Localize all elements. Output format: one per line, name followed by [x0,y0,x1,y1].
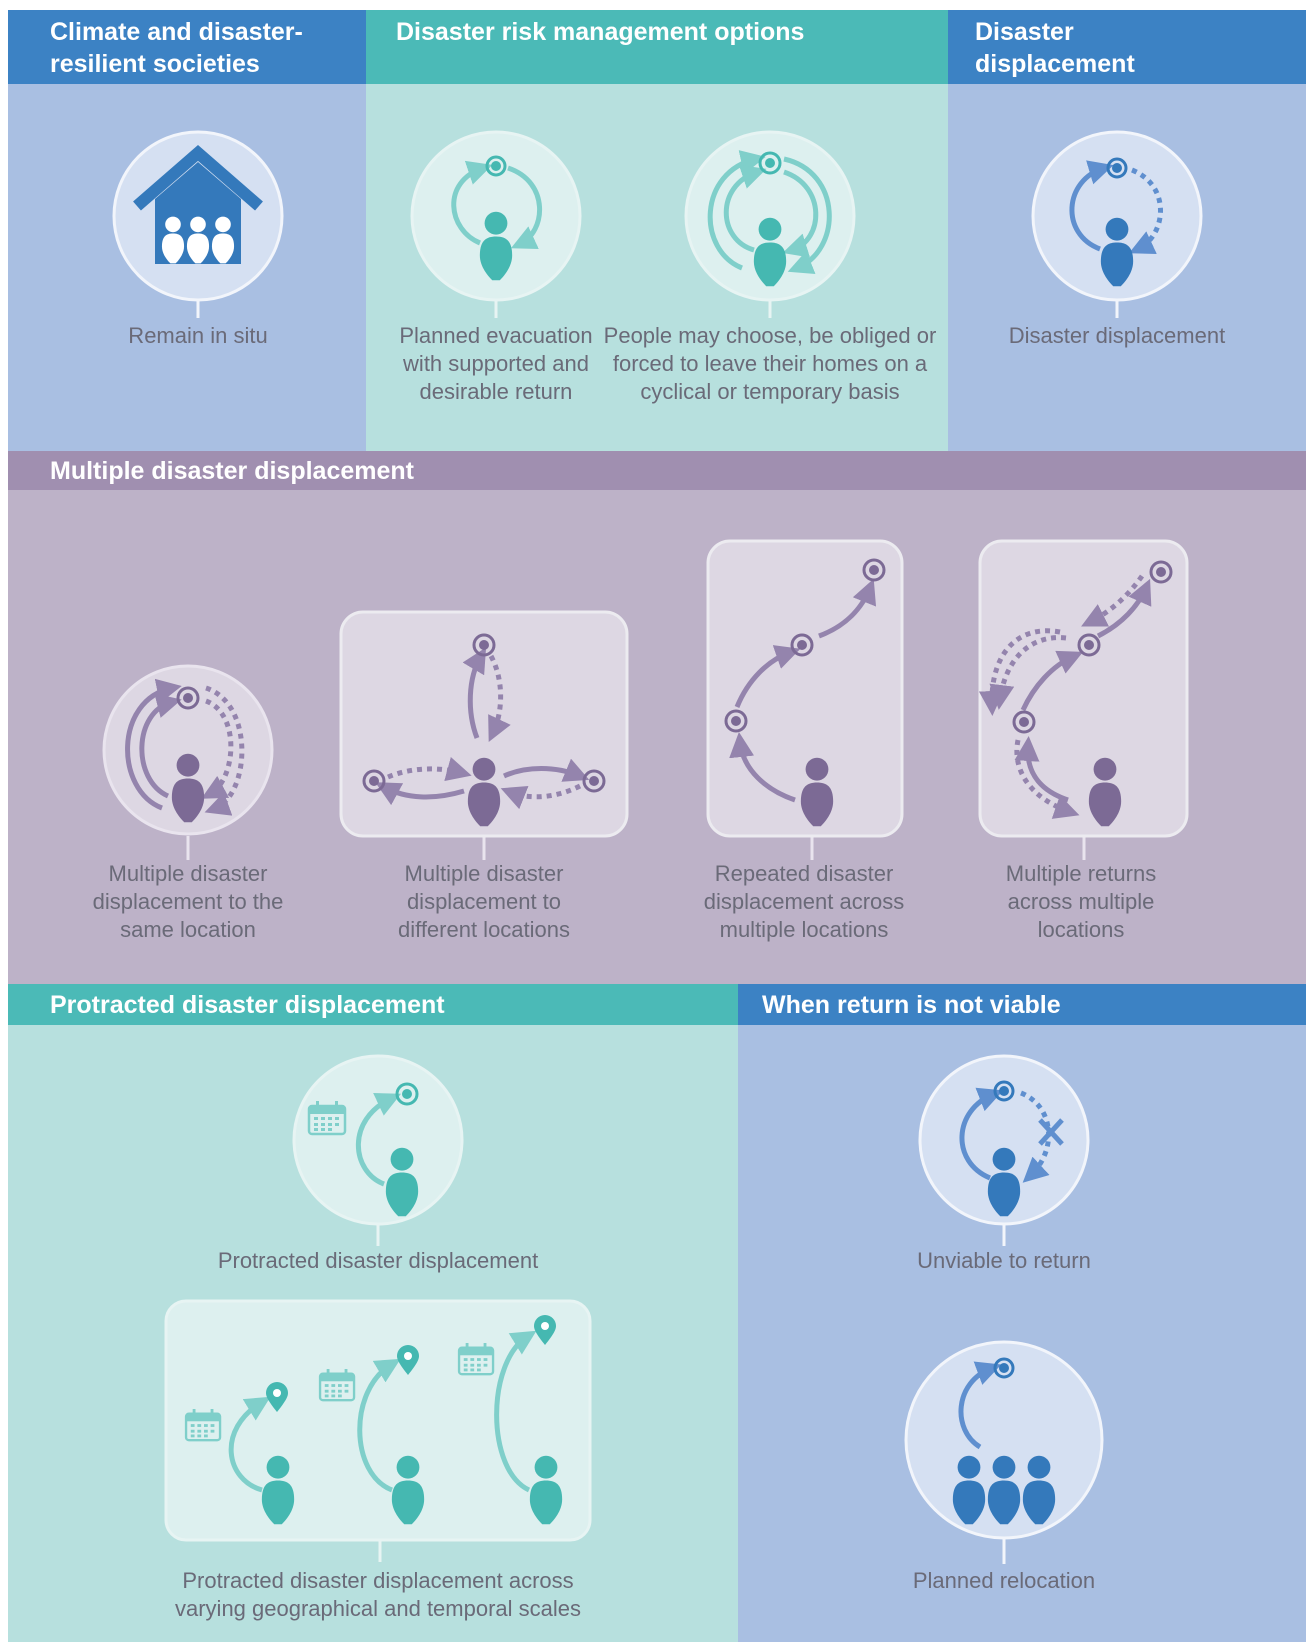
label-planned-relocation: Planned relocation [913,1567,1095,1595]
label-protracted: Protracted disaster displacement [218,1247,538,1275]
not-viable-header: When return is not viable [738,984,1306,1025]
label-line: forced to leave their homes on a [612,351,928,376]
house-people-icon [112,130,284,318]
protracted-icon [292,1054,464,1246]
label-line: Multiple disaster [404,861,564,886]
label-line: with supported and [403,351,589,376]
label-line: Remain in situ [128,323,268,348]
multiple-title: Multiple disaster displacement [50,457,414,485]
protracted-header: Protracted disaster displacement [8,984,738,1025]
label-line: Protracted disaster displacement across [182,1568,574,1593]
label-line: same location [120,917,256,942]
label-same-location: Multiple disaster displacement to the sa… [93,860,284,944]
label-different-locations: Multiple disaster displacement to differ… [398,860,570,944]
label-line: Multiple disaster [108,861,268,886]
label-remain-in-situ: Remain in situ [128,322,267,350]
label-line: across multiple [1007,889,1155,914]
label-line: Planned evacuation [399,323,593,348]
protracted-title: Protracted disaster displacement [50,991,445,1019]
label-planned-evacuation: Planned evacuation with supported and de… [399,322,592,406]
label-line: different locations [397,917,571,942]
label-line: Unviable to return [917,1248,1091,1273]
displacement-title-line-2: displacement [975,50,1135,78]
displacement-icon [1031,130,1203,318]
resilient-panel: Climate and disaster- resilient societie… [8,10,366,451]
label-line: Repeated disaster [714,861,894,886]
drm-header: Disaster risk management options [366,10,948,84]
repeated-displacement-icon [706,539,904,860]
label-unviable-return: Unviable to return [917,1247,1091,1275]
label-line: desirable return [419,379,573,404]
evacuation-return-icon [410,130,582,318]
label-line: Protracted disaster displacement [217,1248,539,1273]
resilient-title-line-1: Climate and disaster- [50,18,303,46]
drm-title: Disaster risk management options [396,18,805,46]
multiple-header: Multiple disaster displacement [8,451,1306,490]
multiple-returns-icon [978,539,1189,860]
displacement-panel: Disaster displacement [948,10,1306,451]
label-line: Disaster displacement [1008,323,1226,348]
label-cyclical: People may choose, be obliged or forced … [604,322,937,406]
label-repeated-displacement: Repeated disaster displacement across mu… [704,860,905,944]
displacement-title-line-1: Disaster [975,18,1074,46]
label-line: Planned relocation [912,1568,1096,1593]
label-disaster-displacement: Disaster displacement [1009,322,1225,350]
label-line: cyclical or temporary basis [640,379,900,404]
unviable-return-icon [918,1054,1090,1246]
label-line: displacement to [406,889,562,914]
label-line: varying geographical and temporal scales [174,1596,582,1621]
different-locations-icon [339,610,629,860]
same-location-icon [102,664,274,860]
label-line: locations [1037,917,1125,942]
label-line: displacement across [703,889,905,914]
cyclical-movement-icon [684,130,856,318]
label-multiple-returns: Multiple returns across multiple locatio… [1006,860,1156,944]
not-viable-title: When return is not viable [762,991,1061,1019]
label-protracted-scales: Protracted disaster displacement across … [175,1567,581,1623]
resilient-header: Climate and disaster- resilient societie… [8,10,366,84]
label-line: displacement to the [92,889,284,914]
label-line: multiple locations [719,917,889,942]
protracted-scales-icon [164,1299,592,1562]
planned-relocation-icon [904,1340,1104,1564]
label-line: People may choose, be obliged or [603,323,937,348]
label-line: Multiple returns [1005,861,1157,886]
displacement-header: Disaster displacement [948,10,1306,84]
resilient-title-line-2: resilient societies [50,50,260,78]
